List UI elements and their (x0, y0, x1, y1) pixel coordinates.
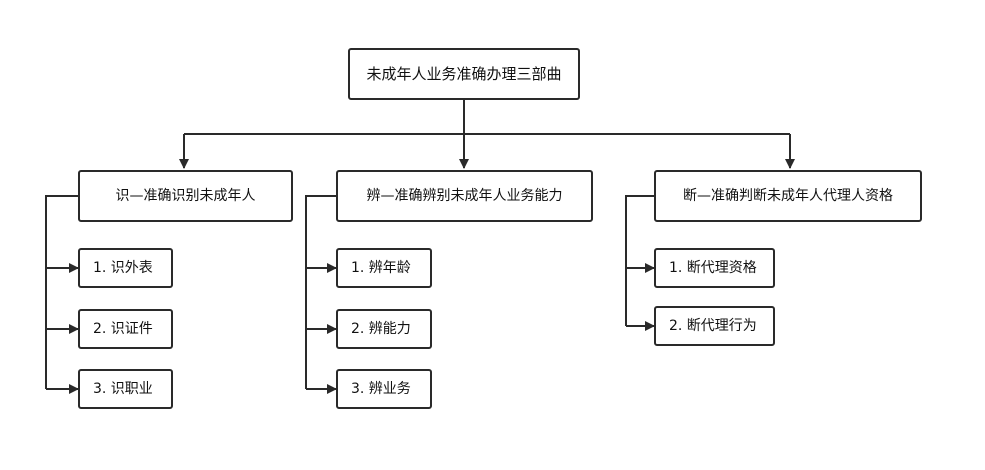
branch-3-spine (625, 195, 656, 326)
item-2-2-node: 2. 辨能力 (336, 309, 432, 349)
item-2-3-node: 3. 辨业务 (336, 369, 432, 409)
item-1-2-node: 2. 识证件 (78, 309, 173, 349)
item-3-1-node: 1. 断代理资格 (654, 248, 775, 288)
branch-1-node: 识—准确识别未成年人 (78, 170, 293, 222)
item-3-2-node: 2. 断代理行为 (654, 306, 775, 346)
root-node: 未成年人业务准确办理三部曲 (348, 48, 580, 100)
branch-2-spine (305, 195, 338, 389)
branch-1-spine (45, 195, 80, 389)
item-2-1-node: 1. 辨年龄 (336, 248, 432, 288)
item-1-3-node: 3. 识职业 (78, 369, 173, 409)
branch-2-node: 辨—准确辨别未成年人业务能力 (336, 170, 593, 222)
branch-3-node: 断—准确判断未成年人代理人资格 (654, 170, 922, 222)
item-1-1-node: 1. 识外表 (78, 248, 173, 288)
